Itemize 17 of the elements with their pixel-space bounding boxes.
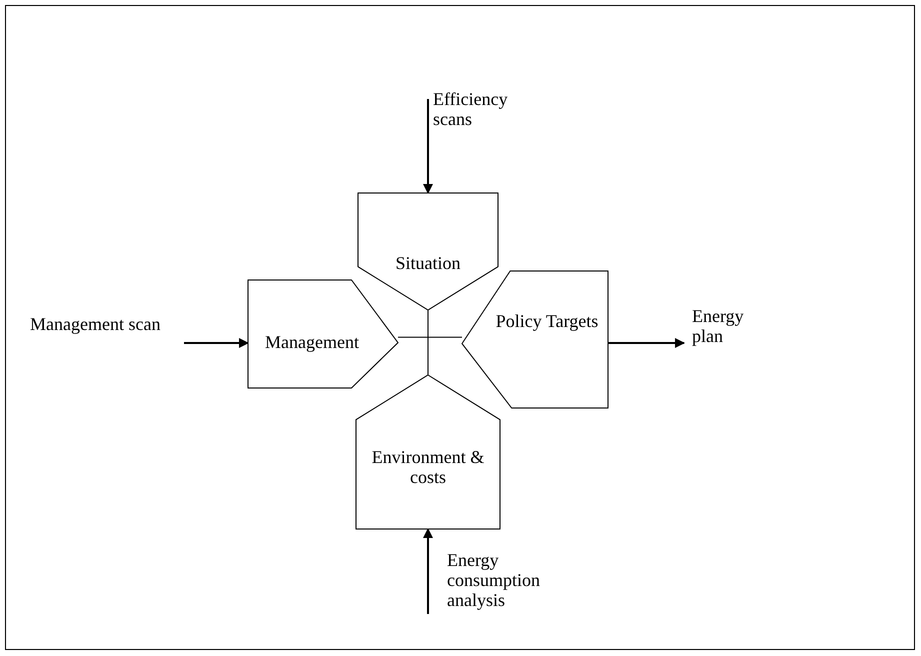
connector-line bbox=[398, 336, 462, 338]
pentagon-shape bbox=[248, 280, 398, 388]
input-output-label: Efficiency scans bbox=[433, 89, 509, 129]
shape-label: Environment & costs bbox=[370, 447, 486, 487]
shape-label: Management bbox=[264, 332, 360, 352]
arrow bbox=[423, 528, 433, 614]
arrow bbox=[423, 99, 433, 194]
arrow bbox=[608, 338, 685, 348]
shape-label: Policy Targets bbox=[494, 311, 600, 331]
pentagon-shape bbox=[462, 271, 608, 408]
shape-label: Situation bbox=[394, 253, 462, 273]
pentagon-shape bbox=[356, 375, 500, 529]
input-output-label: Energy plan bbox=[692, 306, 745, 346]
input-output-label: Energy consumption analysis bbox=[447, 550, 541, 610]
pentagon-shape bbox=[358, 193, 498, 310]
arrow bbox=[184, 338, 249, 348]
input-output-label: Management scan bbox=[30, 314, 162, 334]
